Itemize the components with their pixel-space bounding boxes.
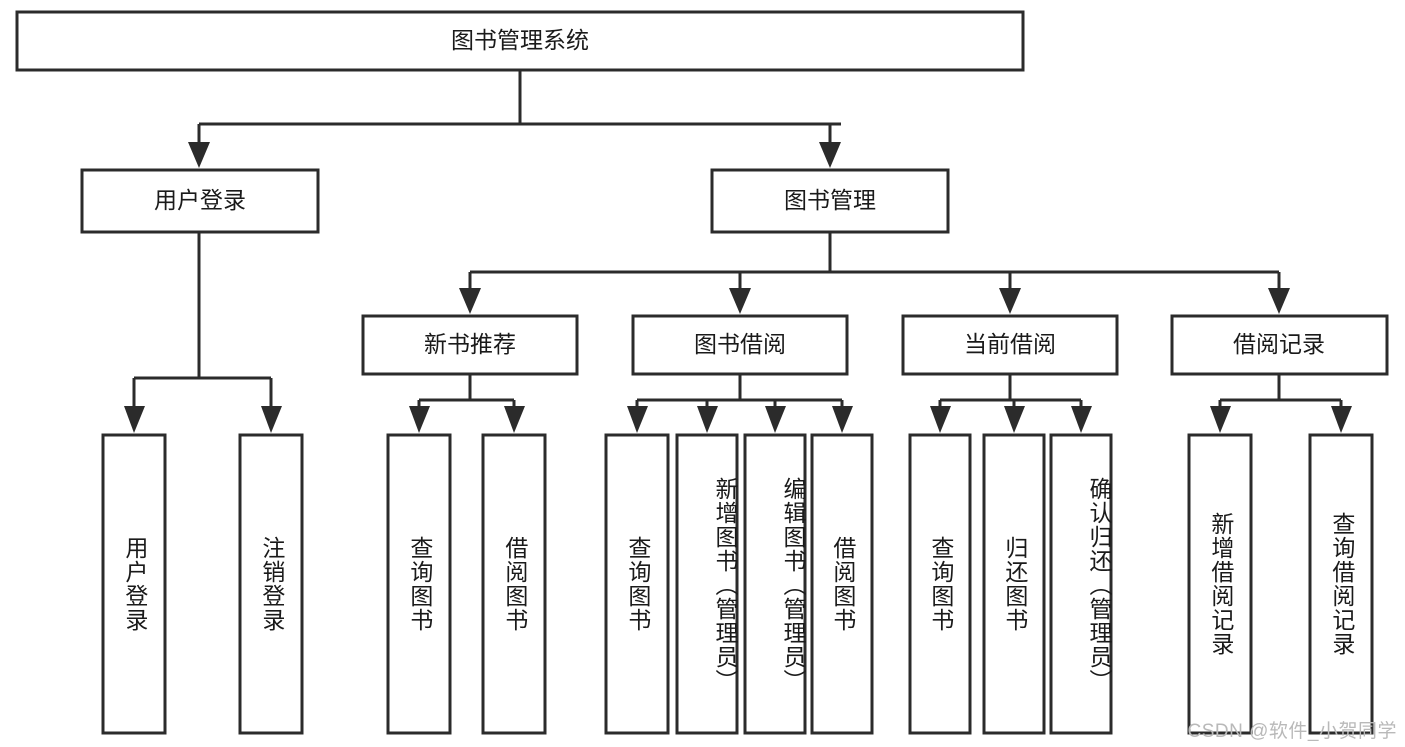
leaf-box-borrow-book[interactable] xyxy=(810,433,874,735)
arrow-head-icon xyxy=(765,406,786,433)
node-root[interactable]: 图书管理系统 xyxy=(15,10,1025,72)
node-new-book-recommend-box[interactable] xyxy=(361,314,579,376)
connector-layer xyxy=(124,70,1352,433)
leaf-box-query-borrow-record[interactable] xyxy=(1308,433,1374,735)
node-user-login-label: 用户登录 xyxy=(154,187,246,213)
arrow-head-icon xyxy=(627,406,648,433)
leaf-box-query-book-borrow[interactable] xyxy=(604,433,670,735)
leaf-box-query-book-new[interactable] xyxy=(386,433,452,735)
node-book-borrow-label: 图书借阅 xyxy=(694,331,786,357)
leaf-box-add-borrow-record[interactable] xyxy=(1187,433,1253,735)
node-root-label: 图书管理系统 xyxy=(451,27,589,53)
node-book-borrow-box[interactable] xyxy=(631,314,849,376)
leaf-box-edit-book-admin[interactable] xyxy=(743,433,807,735)
node-current-borrow[interactable]: 当前借阅 xyxy=(901,314,1119,376)
node-current-borrow-box[interactable] xyxy=(901,314,1119,376)
leaf-box-borrow-book-new[interactable] xyxy=(481,433,547,735)
node-book-management-box[interactable] xyxy=(710,168,950,234)
leaf-box-query-book-current[interactable] xyxy=(908,433,972,735)
node-new-book-recommend[interactable]: 新书推荐 xyxy=(361,314,579,376)
arrow-head-icon xyxy=(261,406,282,433)
csdn-watermark: CSDN @软件_小贺同学 xyxy=(1187,721,1397,742)
arrow-head-icon xyxy=(124,406,145,433)
node-user-login-box[interactable] xyxy=(80,168,320,234)
node-new-book-recommend-label: 新书推荐 xyxy=(424,331,516,357)
leaf-box-user-login[interactable] xyxy=(101,433,167,735)
arrow-head-icon xyxy=(1004,406,1025,433)
node-user-login[interactable]: 用户登录 xyxy=(80,168,320,234)
leaf-box-confirm-return-admin[interactable] xyxy=(1049,433,1113,735)
arrow-head-icon xyxy=(697,406,718,433)
arrow-head-icon xyxy=(459,288,481,314)
arrow-head-icon xyxy=(409,406,430,433)
leaf-box-logout[interactable] xyxy=(238,433,304,735)
node-book-management-label: 图书管理 xyxy=(784,187,876,213)
arrow-head-icon xyxy=(819,142,841,168)
arrow-head-icon xyxy=(1268,288,1290,314)
node-borrow-record-box[interactable] xyxy=(1170,314,1389,376)
node-borrow-record[interactable]: 借阅记录 xyxy=(1170,314,1389,376)
leaf-box-add-book-admin[interactable] xyxy=(675,433,739,735)
arrow-head-icon xyxy=(1331,406,1352,433)
node-root-box[interactable] xyxy=(15,10,1025,72)
arrow-head-icon xyxy=(1210,406,1231,433)
arrow-head-icon xyxy=(832,406,853,433)
node-book-management[interactable]: 图书管理 xyxy=(710,168,950,234)
arrow-head-icon xyxy=(999,288,1021,314)
arrow-head-icon xyxy=(930,406,951,433)
arrow-head-icon xyxy=(1071,406,1092,433)
arrow-head-icon xyxy=(729,288,751,314)
node-book-borrow[interactable]: 图书借阅 xyxy=(631,314,849,376)
arrow-head-icon xyxy=(188,142,210,168)
node-current-borrow-label: 当前借阅 xyxy=(964,331,1056,357)
leaf-box-return-book[interactable] xyxy=(982,433,1046,735)
arrow-head-icon xyxy=(504,406,525,433)
leaf-box-layer xyxy=(101,433,1374,735)
node-borrow-record-label: 借阅记录 xyxy=(1233,331,1325,357)
